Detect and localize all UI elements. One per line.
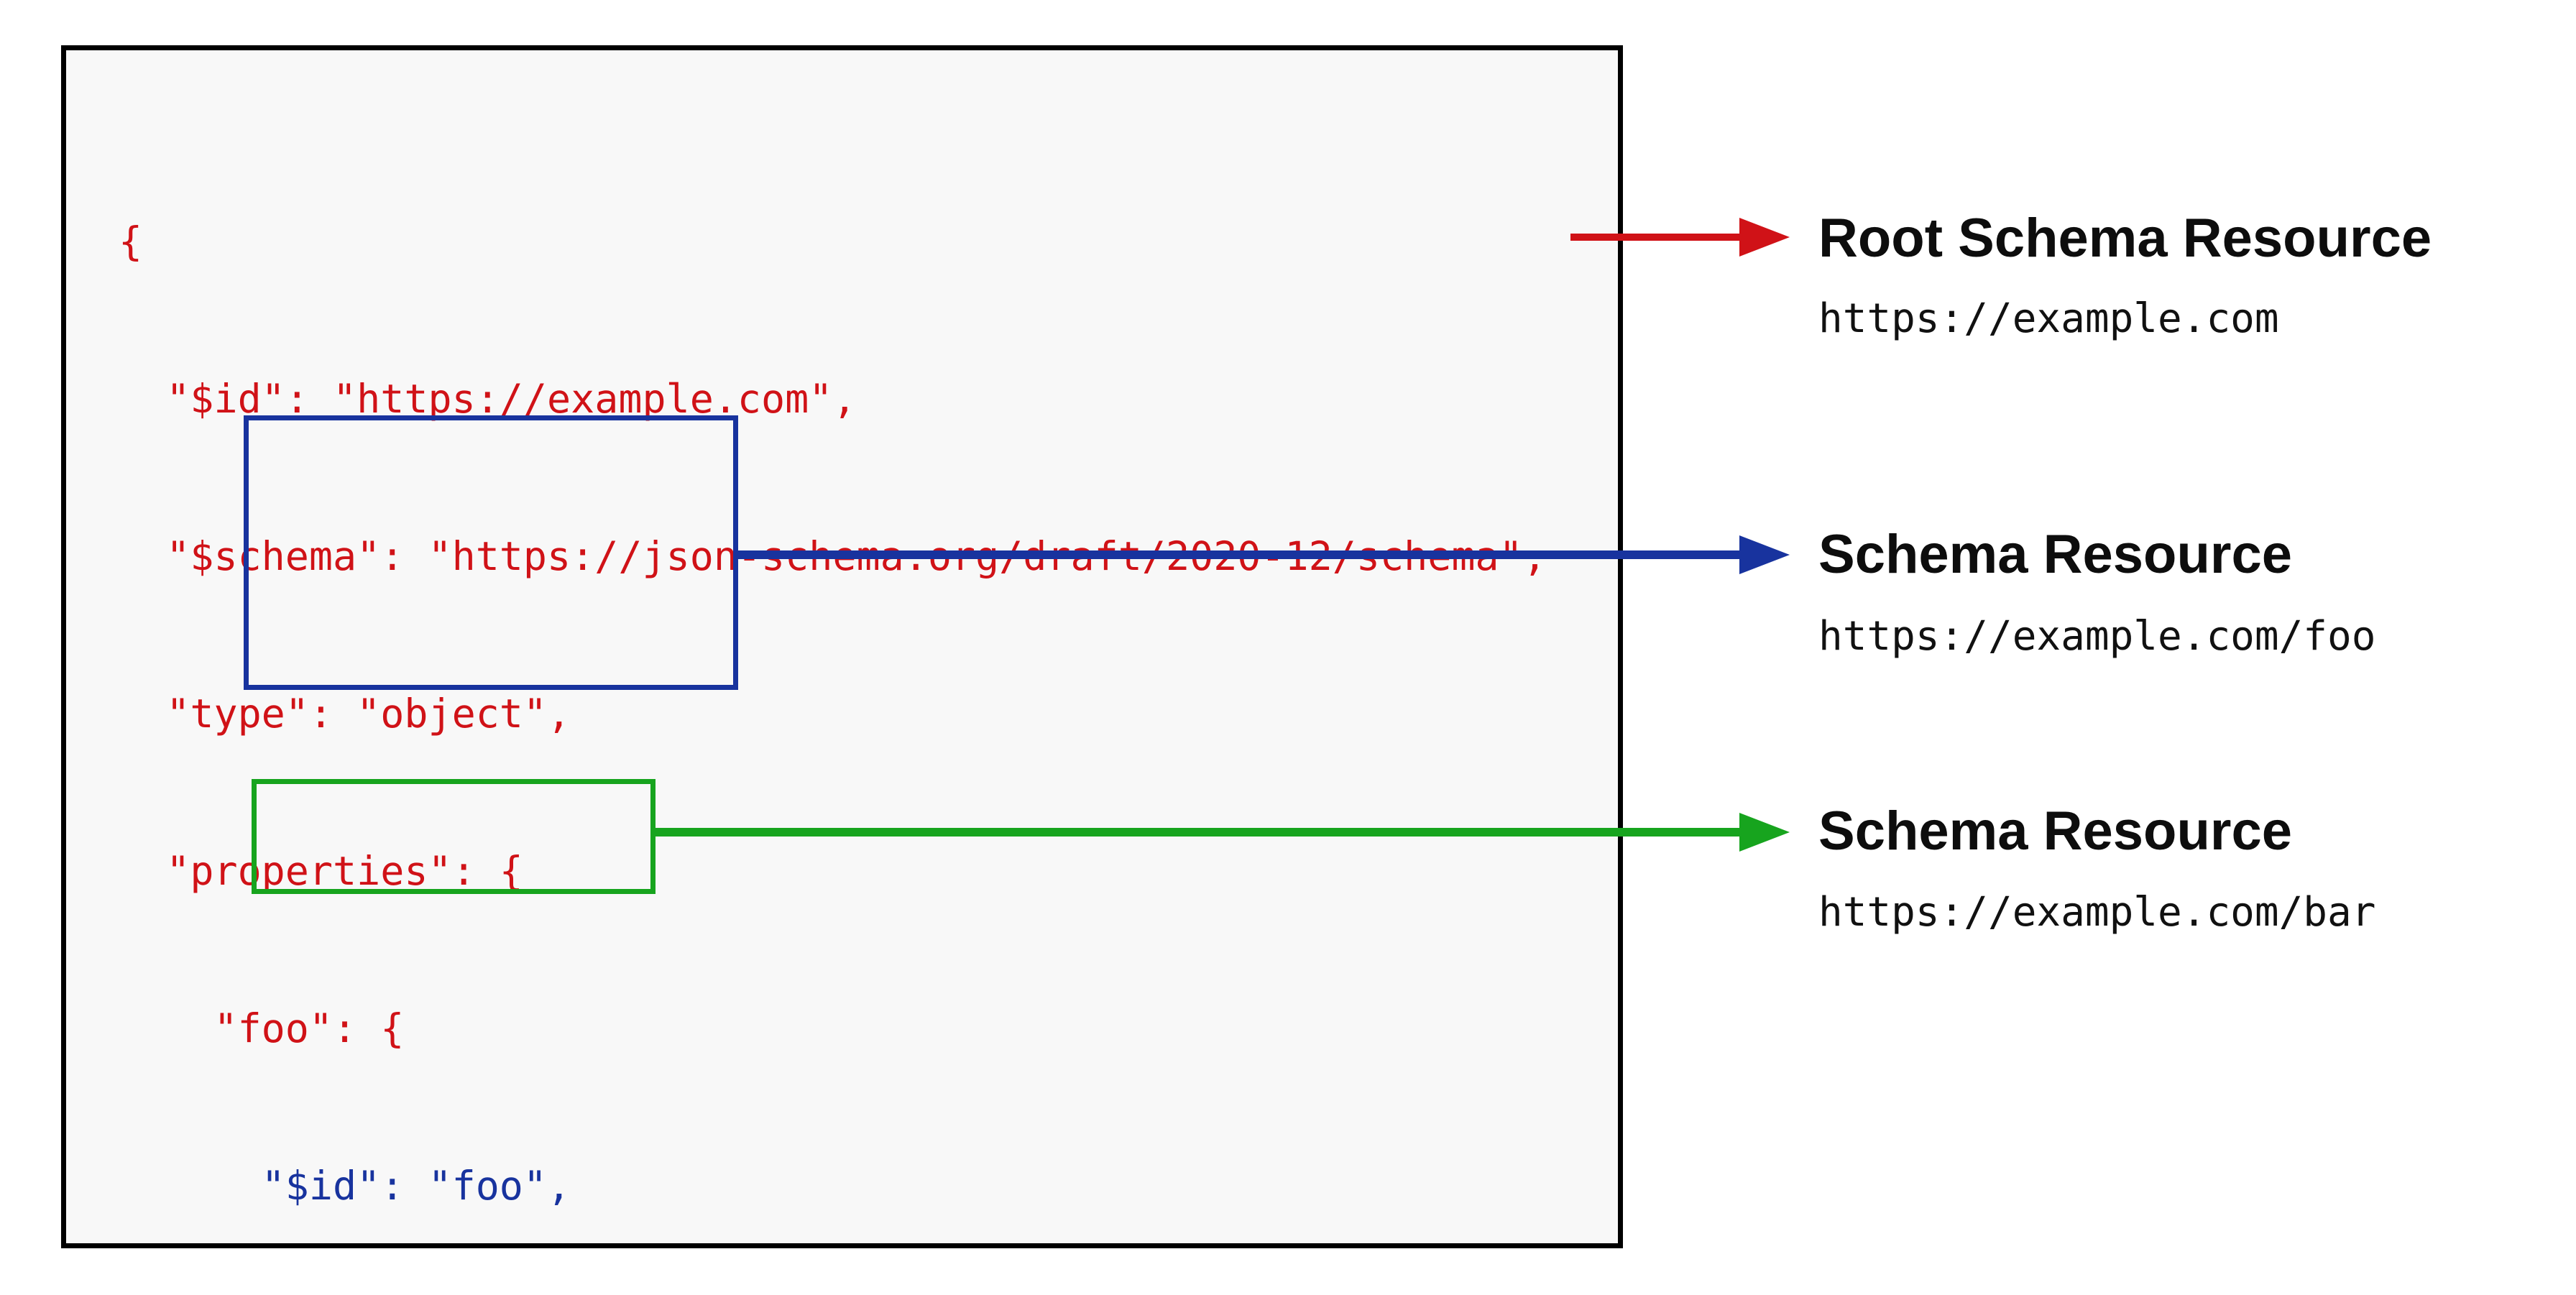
bar-schema-arrowhead-icon [1739, 813, 1790, 852]
code-line: "properties": { [119, 848, 523, 894]
schema-code-panel [61, 45, 1623, 1248]
root-schema-arrowhead-icon [1739, 218, 1790, 257]
schema-code-block: { "$id": "https://example.com", "$schema… [119, 111, 1547, 1295]
root-schema-arrow-line [1570, 234, 1741, 241]
root-schema-resource-title: Root Schema Resource [1818, 208, 2432, 269]
bar-schema-resource-title: Schema Resource [1818, 801, 2292, 862]
foo-schema-arrowhead-icon [1739, 535, 1790, 574]
code-line: "$id": "https://example.com", [119, 376, 857, 422]
bar-schema-box [252, 779, 656, 894]
foo-schema-resource-title: Schema Resource [1818, 524, 2292, 585]
foo-schema-arrow-line [738, 550, 1741, 559]
code-line: { [119, 218, 143, 264]
code-line: "foo": { [119, 1005, 405, 1051]
bar-schema-arrow-line [654, 828, 1741, 837]
root-schema-resource-url: https://example.com [1818, 295, 2279, 342]
bar-schema-resource-url: https://example.com/bar [1818, 889, 2376, 936]
code-line: "$id": "foo", [119, 1163, 571, 1209]
code-line: "type": "object", [119, 691, 571, 737]
foo-schema-resource-url: https://example.com/foo [1818, 613, 2376, 660]
foo-schema-box [244, 415, 738, 690]
